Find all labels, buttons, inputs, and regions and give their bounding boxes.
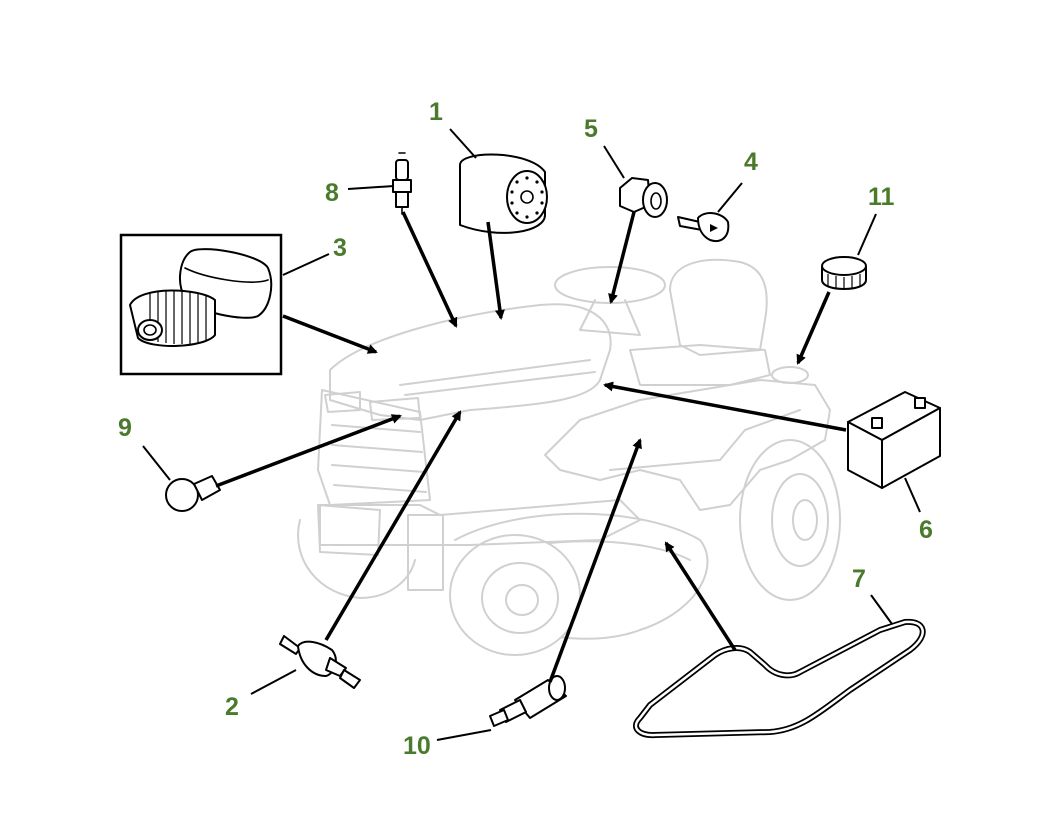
callout-1: 1 [429, 98, 443, 126]
callout-4: 4 [744, 148, 758, 176]
callout-7: 7 [852, 565, 866, 593]
tractor-illustration [297, 258, 841, 656]
callout-9: 9 [118, 414, 132, 442]
pointer-arrows [215, 211, 847, 683]
fuel-cap-icon [821, 256, 867, 290]
callout-11: 11 [868, 183, 895, 211]
leader-lines [142, 128, 921, 741]
spark-plug-icon [392, 152, 412, 215]
fuel-filter-icon [279, 635, 361, 689]
callout-3: 3 [333, 234, 347, 262]
ignition-switch-icon [619, 177, 668, 218]
callout-6: 6 [919, 516, 933, 544]
oil-filter-icon [459, 153, 548, 234]
callout-5: 5 [584, 115, 598, 143]
air-filter-icon [119, 233, 283, 376]
callout-labels: 1 2 3 4 5 6 7 8 9 10 11 [118, 98, 933, 760]
callout-2: 2 [225, 693, 239, 721]
callout-8: 8 [325, 179, 339, 207]
inline-fuel-filter-icon [489, 675, 567, 727]
ignition-key-icon [677, 212, 730, 242]
headlight-bulb-icon [165, 475, 221, 512]
callout-10: 10 [403, 732, 431, 760]
drive-belt-icon [633, 618, 926, 739]
battery-icon [847, 391, 941, 489]
